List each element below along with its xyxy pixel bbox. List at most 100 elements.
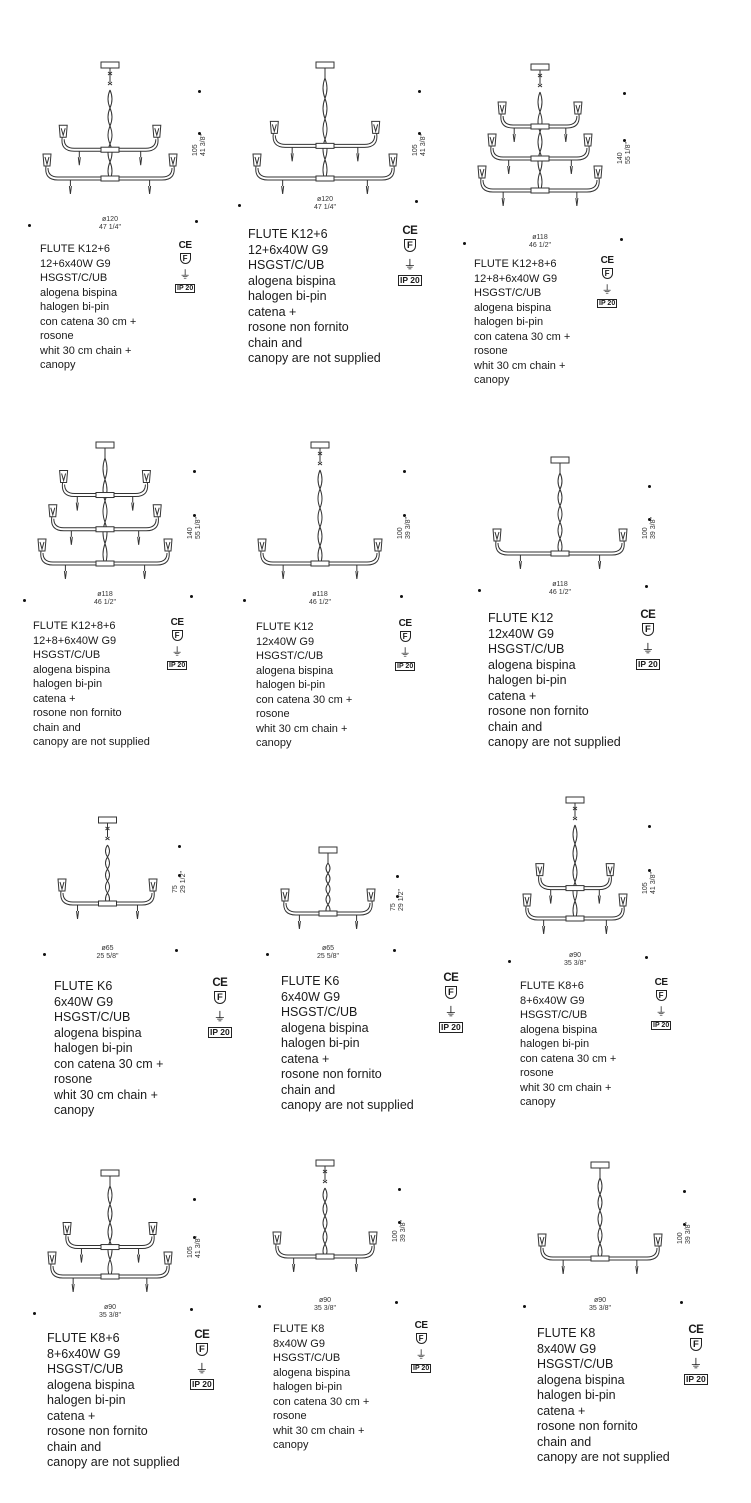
dimension-marker: [195, 220, 198, 223]
ground-icon: ⏚: [399, 647, 411, 659]
description-line: rosone non fornito: [248, 320, 349, 334]
height-inch: 29 1/2": [180, 871, 187, 893]
description-line: chain and: [47, 1439, 102, 1454]
description-line: rosone non fornito: [33, 707, 122, 719]
chandelier-illustration: [37, 441, 173, 580]
description-line: alogena bispina: [520, 1023, 598, 1036]
product-code: HSGST/C/UB: [54, 1010, 131, 1024]
ip-rating-badge: IP 20: [651, 1021, 672, 1030]
f-triangle-icon: F: [213, 991, 226, 1004]
product-spec: 8+6x40W G9: [520, 994, 585, 1007]
description-line: canopy: [54, 1103, 95, 1117]
diameter-cm: ø120: [102, 216, 118, 223]
chandelier-drawing: [280, 846, 376, 930]
diameter-inch: 35 3/8": [314, 1305, 336, 1312]
chandelier-illustration: [537, 1161, 663, 1275]
ce-mark-icon: CE: [170, 617, 184, 628]
chandelier-drawing: [477, 63, 603, 207]
chandelier-drawing: [272, 1159, 378, 1273]
dimension-marker: [178, 845, 181, 848]
diameter-cm: ø118: [552, 581, 568, 588]
dimension-marker: [398, 1221, 401, 1224]
product-code: HSGST/C/UB: [47, 1362, 124, 1376]
f-triangle-icon: F: [399, 631, 411, 642]
dimension-marker: [198, 90, 201, 93]
description-line: catena +: [281, 1051, 330, 1066]
diameter-inch: 46 1/2": [549, 589, 571, 596]
description-line: chain and: [248, 335, 303, 350]
product-spec: 12+6x40W G9: [40, 257, 111, 270]
description-line: canopy are not supplied: [248, 351, 381, 365]
f-triangle-icon: F: [195, 1343, 208, 1356]
ip-rating-badge: IP 20: [636, 659, 660, 670]
diameter-inch: 35 3/8": [564, 960, 586, 967]
chandelier-illustration: [522, 796, 628, 935]
dimension-marker: [623, 138, 626, 142]
ce-mark-icon: CE: [654, 977, 668, 988]
ground-icon: ⏚: [195, 1362, 209, 1376]
product-name: FLUTE K12: [488, 611, 554, 625]
dimension-marker: [403, 514, 406, 518]
description-line: whit 30 cm chain +: [520, 1081, 612, 1094]
dimension-marker: [258, 1305, 261, 1308]
dimension-marker: [418, 90, 421, 93]
diameter-cm: ø90: [593, 1297, 607, 1304]
dimension-marker: [680, 1301, 683, 1304]
chandelier-illustration: [252, 61, 398, 195]
dimension-marker: [396, 875, 399, 878]
product-spec: 8x40W G9: [537, 1341, 597, 1356]
chandelier-illustration: [47, 1169, 173, 1293]
dimension-marker: [190, 1308, 193, 1311]
product-name: FLUTE K12+8+6: [474, 258, 557, 270]
description-line: canopy: [474, 374, 510, 386]
description-line: halogen bi-pin: [488, 673, 567, 687]
diameter-cm: ø90: [103, 1304, 117, 1311]
dimension-marker: [193, 470, 196, 473]
description-line: halogen bi-pin: [537, 1388, 616, 1402]
dimension-marker: [398, 1188, 401, 1191]
dimension-marker: [190, 595, 193, 598]
product-code: HSGST/C/UB: [33, 649, 101, 661]
diameter-cm: ø90: [318, 1297, 332, 1304]
product-name: FLUTE K12+6: [40, 243, 111, 255]
ip-rating-badge: IP 20: [175, 284, 196, 293]
f-triangle-icon: F: [444, 986, 457, 999]
dimension-marker: [193, 1198, 196, 1201]
description-line: alogena bispina: [488, 657, 576, 672]
chandelier-illustration: [57, 816, 158, 920]
product-name: FLUTE K6: [281, 974, 340, 988]
chandelier-illustration: [492, 456, 628, 570]
chandelier-illustration: [42, 61, 178, 195]
description-line: rosone: [273, 1410, 307, 1422]
product-code: HSGST/C/UB: [40, 272, 108, 284]
description-line: catena +: [537, 1403, 586, 1418]
dimension-marker: [508, 960, 511, 963]
height-cm: 105: [412, 144, 419, 156]
description-line: whit 30 cm chain +: [474, 359, 566, 372]
product-spec: 8x40W G9: [273, 1337, 325, 1350]
description-line: alogena bispina: [256, 664, 334, 677]
description-line: con catena 30 cm +: [40, 315, 137, 328]
product-name: FLUTE K8: [537, 1326, 596, 1340]
diameter-cm: ø118: [532, 234, 548, 241]
ce-mark-icon: CE: [414, 1320, 428, 1331]
dimension-marker: [393, 949, 396, 952]
height-cm: 105: [187, 1246, 194, 1258]
